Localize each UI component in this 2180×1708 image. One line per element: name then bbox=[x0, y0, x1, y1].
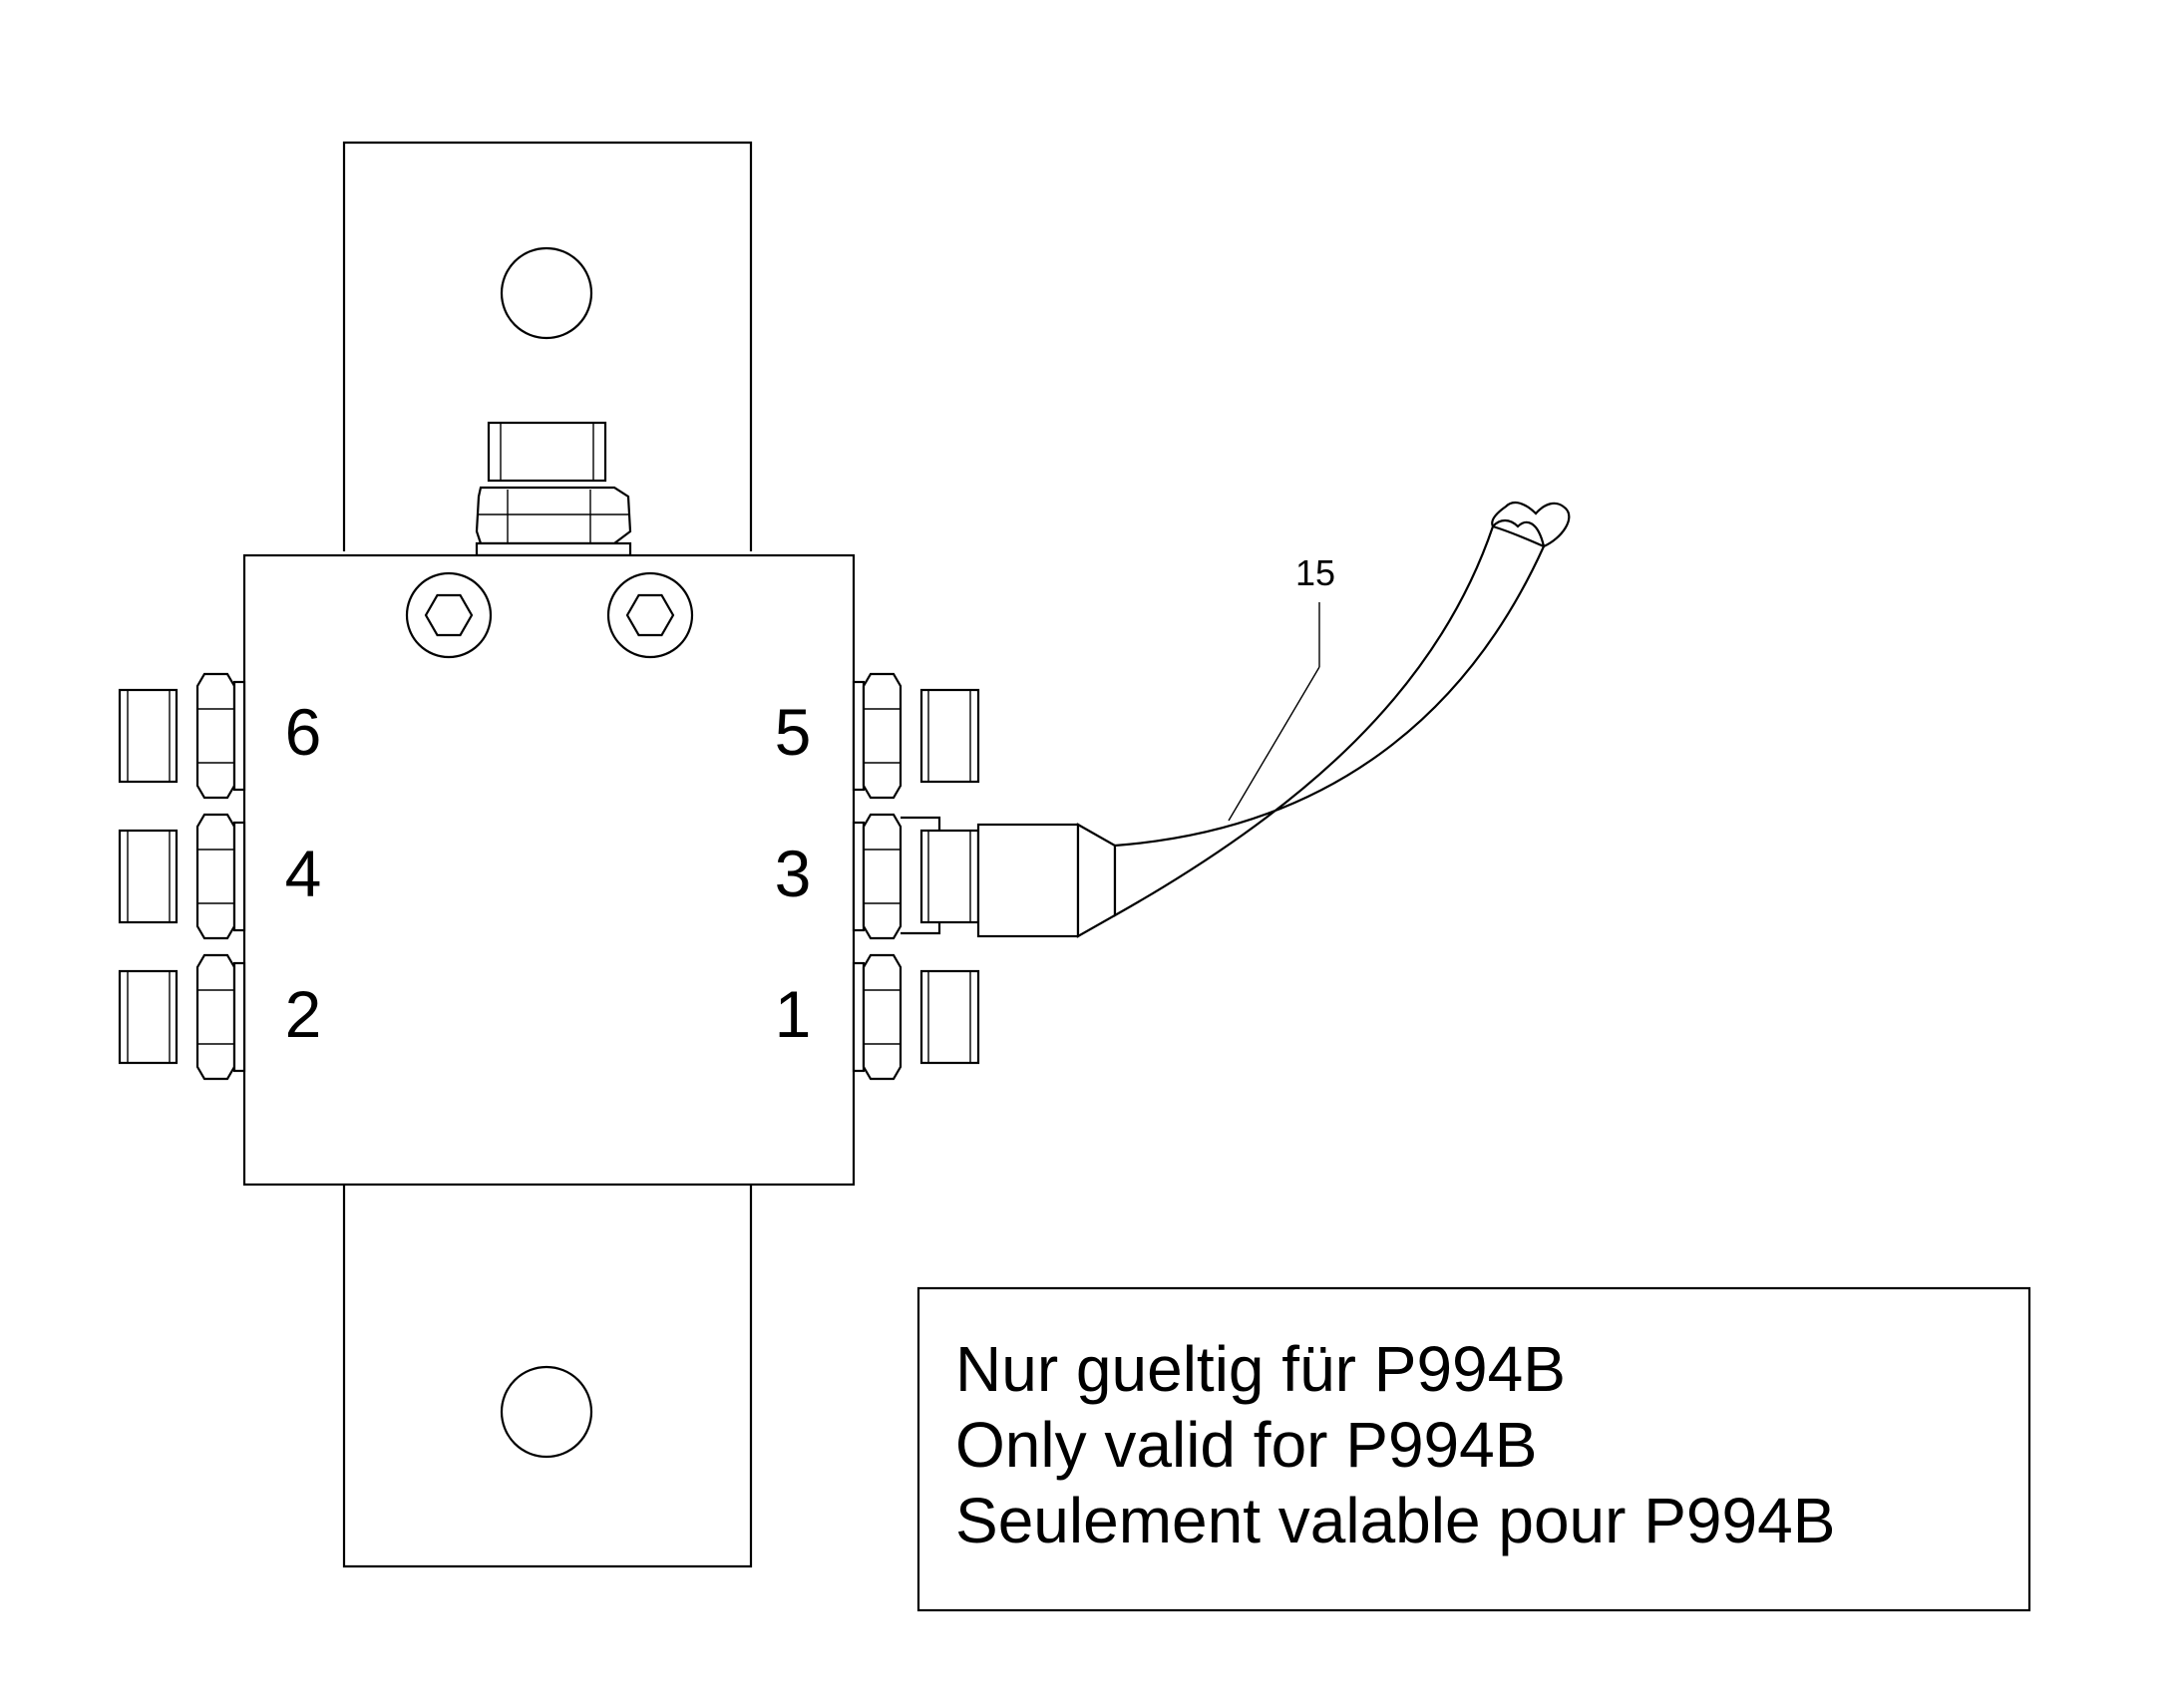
bracket-mounting-hole-bottom bbox=[500, 1365, 593, 1459]
validity-note: Nur gueltig für P994B Only valid for P99… bbox=[916, 1286, 2031, 1612]
note-line-french: Seulement valable pour P994B bbox=[955, 1485, 1835, 1556]
distributor-block bbox=[242, 553, 856, 1187]
outlet-fitting-6 bbox=[118, 672, 246, 800]
inlet-fitting bbox=[475, 421, 632, 557]
port-number-2: 2 bbox=[285, 977, 322, 1051]
port-number-1: 1 bbox=[775, 977, 812, 1051]
hex-socket-screw-right bbox=[606, 571, 694, 659]
port-number-5: 5 bbox=[775, 695, 812, 769]
callout-leader-line bbox=[1228, 666, 1320, 822]
callout-label: 15 bbox=[1295, 552, 1335, 593]
port-number-6: 6 bbox=[285, 695, 322, 769]
mounting-bracket bbox=[342, 141, 753, 1568]
outlet-fitting-4 bbox=[118, 813, 246, 940]
bracket-mounting-hole-top bbox=[500, 246, 593, 340]
port-number-4: 4 bbox=[285, 837, 322, 910]
note-line-english: Only valid for P994B bbox=[955, 1409, 1537, 1481]
outlet-fitting-2 bbox=[118, 953, 246, 1081]
hose bbox=[1113, 524, 1546, 917]
port-number-3: 3 bbox=[775, 837, 812, 910]
hose-assembly bbox=[976, 501, 1571, 938]
hose-connector-nut bbox=[976, 823, 1080, 938]
hose-ferrule bbox=[1076, 823, 1117, 938]
note-line-german: Nur gueltig für P994B bbox=[955, 1333, 1566, 1405]
outlet-fitting-1 bbox=[852, 953, 980, 1081]
hex-socket-screw-left bbox=[405, 571, 493, 659]
callout-15: 15 bbox=[1228, 552, 1335, 822]
outlet-fitting-5 bbox=[852, 672, 980, 800]
validity-note-box bbox=[916, 1286, 2031, 1612]
outlet-fitting-3 bbox=[852, 813, 980, 940]
